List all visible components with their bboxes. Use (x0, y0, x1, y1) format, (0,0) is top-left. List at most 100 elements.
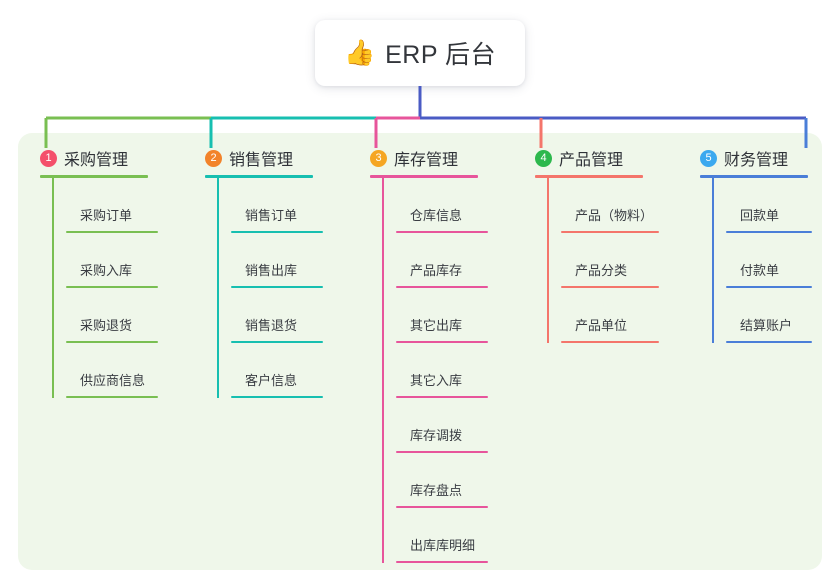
leaf-label: 产品单位 (575, 318, 628, 333)
leaf-label: 库存调拨 (410, 428, 463, 443)
leaf-node[interactable]: 结算账户 (726, 288, 812, 343)
branch-underline-5 (700, 175, 808, 178)
leaf-node[interactable]: 付款单 (726, 233, 812, 288)
leaf-label: 出库库明细 (410, 538, 476, 553)
branch-badge-5: 5 (700, 149, 717, 167)
leaf-label: 采购入库 (80, 263, 133, 278)
branch-header-2[interactable]: 2 销售管理 (205, 146, 313, 170)
leaf-label: 其它入库 (410, 373, 463, 388)
leaf-underline (66, 231, 158, 233)
branch-children-2: 销售订单销售出库销售退货客户信息 (217, 178, 323, 398)
branch-column-3: 3 库存管理仓库信息产品库存其它出库其它入库库存调拨库存盘点出库库明细 (370, 146, 488, 563)
leaf-underline (396, 451, 488, 453)
leaf-underline (396, 341, 488, 343)
branch-children-4: 产品（物料） 产品分类产品单位 (547, 178, 659, 343)
leaf-underline (66, 341, 158, 343)
branch-header-3[interactable]: 3 库存管理 (370, 146, 478, 170)
leaf-node[interactable]: 产品库存 (396, 233, 488, 288)
root-title: ERP 后台 (385, 41, 497, 69)
branch-badge-3: 3 (370, 149, 387, 167)
leaf-underline (561, 286, 659, 288)
branches-panel (18, 133, 822, 570)
leaf-label: 销售退货 (245, 318, 298, 333)
leaf-node[interactable]: 库存盘点 (396, 453, 488, 508)
leaf-node[interactable]: 产品（物料） (561, 178, 659, 233)
thumbs-up-icon: 👍 (343, 38, 376, 67)
leaf-node[interactable]: 客户信息 (231, 343, 323, 398)
leaf-label: 采购订单 (80, 208, 133, 223)
branch-header-5[interactable]: 5 财务管理 (700, 146, 808, 170)
leaf-node[interactable]: 其它出库 (396, 288, 488, 343)
branch-children-1: 采购订单采购入库采购退货供应商信息 (52, 178, 158, 398)
leaf-node[interactable]: 销售订单 (231, 178, 323, 233)
leaf-label: 付款单 (740, 263, 780, 278)
branch-spine-4 (547, 178, 549, 343)
leaf-node[interactable]: 产品单位 (561, 288, 659, 343)
leaf-node[interactable]: 产品分类 (561, 233, 659, 288)
branch-badge-4: 4 (535, 149, 552, 167)
leaf-label: 产品库存 (410, 263, 463, 278)
branch-column-2: 2 销售管理销售订单销售出库销售退货客户信息 (205, 146, 323, 398)
leaf-node[interactable]: 出库库明细 (396, 508, 488, 563)
leaf-label: 销售出库 (245, 263, 298, 278)
leaf-label: 回款单 (740, 208, 780, 223)
leaf-underline (396, 506, 488, 508)
leaf-node[interactable]: 采购退货 (66, 288, 158, 343)
branch-underline-3 (370, 175, 478, 178)
branch-badge-2: 2 (205, 149, 222, 167)
leaf-underline (231, 396, 323, 398)
branch-column-4: 4 产品管理产品（物料） 产品分类产品单位 (535, 146, 659, 343)
branch-header-1[interactable]: 1 采购管理 (40, 146, 148, 170)
leaf-node[interactable]: 采购订单 (66, 178, 158, 233)
branch-underline-1 (40, 175, 148, 178)
leaf-underline (231, 341, 323, 343)
branch-underline-2 (205, 175, 313, 178)
leaf-label: 产品分类 (575, 263, 628, 278)
branch-underline-4 (535, 175, 643, 178)
leaf-node[interactable]: 仓库信息 (396, 178, 488, 233)
leaf-underline (396, 396, 488, 398)
leaf-label: 采购退货 (80, 318, 133, 333)
leaf-node[interactable]: 销售退货 (231, 288, 323, 343)
leaf-label: 库存盘点 (410, 483, 463, 498)
root-node[interactable]: 👍 ERP 后台 (315, 20, 525, 86)
leaf-label: 仓库信息 (410, 208, 463, 223)
leaf-underline (231, 231, 323, 233)
branch-title-3: 库存管理 (394, 152, 459, 169)
leaf-node[interactable]: 回款单 (726, 178, 812, 233)
leaf-label: 供应商信息 (80, 373, 146, 388)
leaf-label: 客户信息 (245, 373, 298, 388)
leaf-underline (726, 286, 812, 288)
leaf-node[interactable]: 其它入库 (396, 343, 488, 398)
leaf-underline (396, 561, 488, 563)
leaf-underline (561, 341, 659, 343)
leaf-node[interactable]: 供应商信息 (66, 343, 158, 398)
branch-spine-5 (712, 178, 714, 343)
branch-column-5: 5 财务管理回款单付款单结算账户 (700, 146, 812, 343)
leaf-underline (561, 231, 659, 233)
branch-spine-3 (382, 178, 384, 563)
branch-title-1: 采购管理 (64, 152, 129, 169)
branch-column-1: 1 采购管理采购订单采购入库采购退货供应商信息 (40, 146, 158, 398)
branch-title-2: 销售管理 (229, 152, 294, 169)
leaf-underline (231, 286, 323, 288)
branch-children-5: 回款单付款单结算账户 (712, 178, 812, 343)
leaf-label: 其它出库 (410, 318, 463, 333)
leaf-node[interactable]: 库存调拨 (396, 398, 488, 453)
branch-spine-2 (217, 178, 219, 398)
leaf-label: 产品（物料） (575, 208, 654, 223)
leaf-label: 结算账户 (740, 318, 793, 333)
leaf-underline (396, 231, 488, 233)
branch-spine-1 (52, 178, 54, 398)
branch-header-4[interactable]: 4 产品管理 (535, 146, 643, 170)
leaf-node[interactable]: 销售出库 (231, 233, 323, 288)
branch-title-5: 财务管理 (724, 152, 789, 169)
leaf-underline (726, 341, 812, 343)
leaf-underline (396, 286, 488, 288)
leaf-node[interactable]: 采购入库 (66, 233, 158, 288)
leaf-underline (66, 286, 158, 288)
leaf-label: 销售订单 (245, 208, 298, 223)
branch-badge-1: 1 (40, 149, 57, 167)
branch-title-4: 产品管理 (559, 152, 624, 169)
